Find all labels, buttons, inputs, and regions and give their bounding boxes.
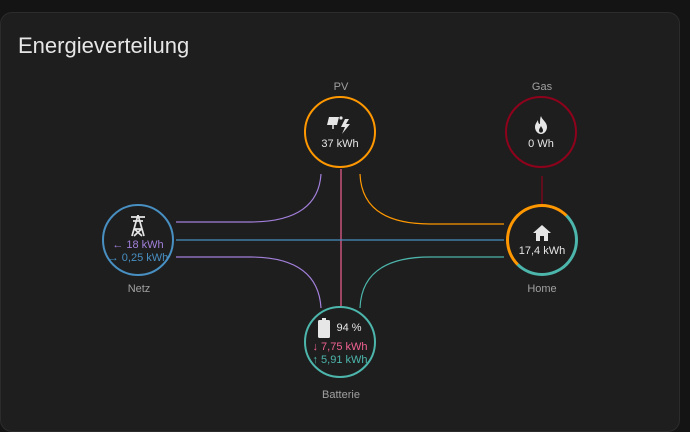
flow-solar-to-grid <box>176 173 322 223</box>
solar-node[interactable]: 37 kWh <box>304 96 376 168</box>
solar-power-icon <box>327 115 353 135</box>
battery-node[interactable]: 94 % ↓ 7,75 kWh ↑ 5,91 kWh <box>304 306 376 378</box>
home-label: Home <box>527 283 557 295</box>
gas-value: 0 Wh <box>528 137 554 150</box>
grid-node[interactable]: ← 18 kWh → 0,25 kWh <box>102 204 174 276</box>
battery-icon <box>318 317 331 338</box>
gas-label: Gas <box>531 81 553 93</box>
grid-to-value: → 0,25 kWh <box>107 252 169 264</box>
battery-soc: 94 % <box>336 321 362 334</box>
transmission-tower-icon <box>128 215 148 237</box>
fire-icon <box>532 115 550 135</box>
battery-charge-value: ↑ 5,91 kWh <box>312 353 368 366</box>
energy-flow-lines <box>176 169 543 309</box>
flow-battery-to-home <box>359 256 504 309</box>
home-icon <box>532 224 552 242</box>
battery-soc-row: 94 % <box>318 317 362 338</box>
gas-node[interactable]: 0 Wh <box>505 96 577 168</box>
home-value: 17,4 kWh <box>518 244 566 257</box>
home-node[interactable]: 17,4 kWh <box>506 204 578 276</box>
grid-label: Netz <box>127 283 151 295</box>
solar-label: PV <box>333 81 349 93</box>
flow-solar-to-home <box>359 173 504 225</box>
flow-grid-to-battery <box>176 256 322 309</box>
solar-value: 37 kWh <box>321 137 359 150</box>
battery-discharge-value: ↓ 7,75 kWh <box>312 340 368 353</box>
grid-from-value: ← 18 kWh <box>112 239 164 251</box>
card-title: Energieverteilung <box>18 33 190 58</box>
battery-label: Batterie <box>322 389 360 401</box>
